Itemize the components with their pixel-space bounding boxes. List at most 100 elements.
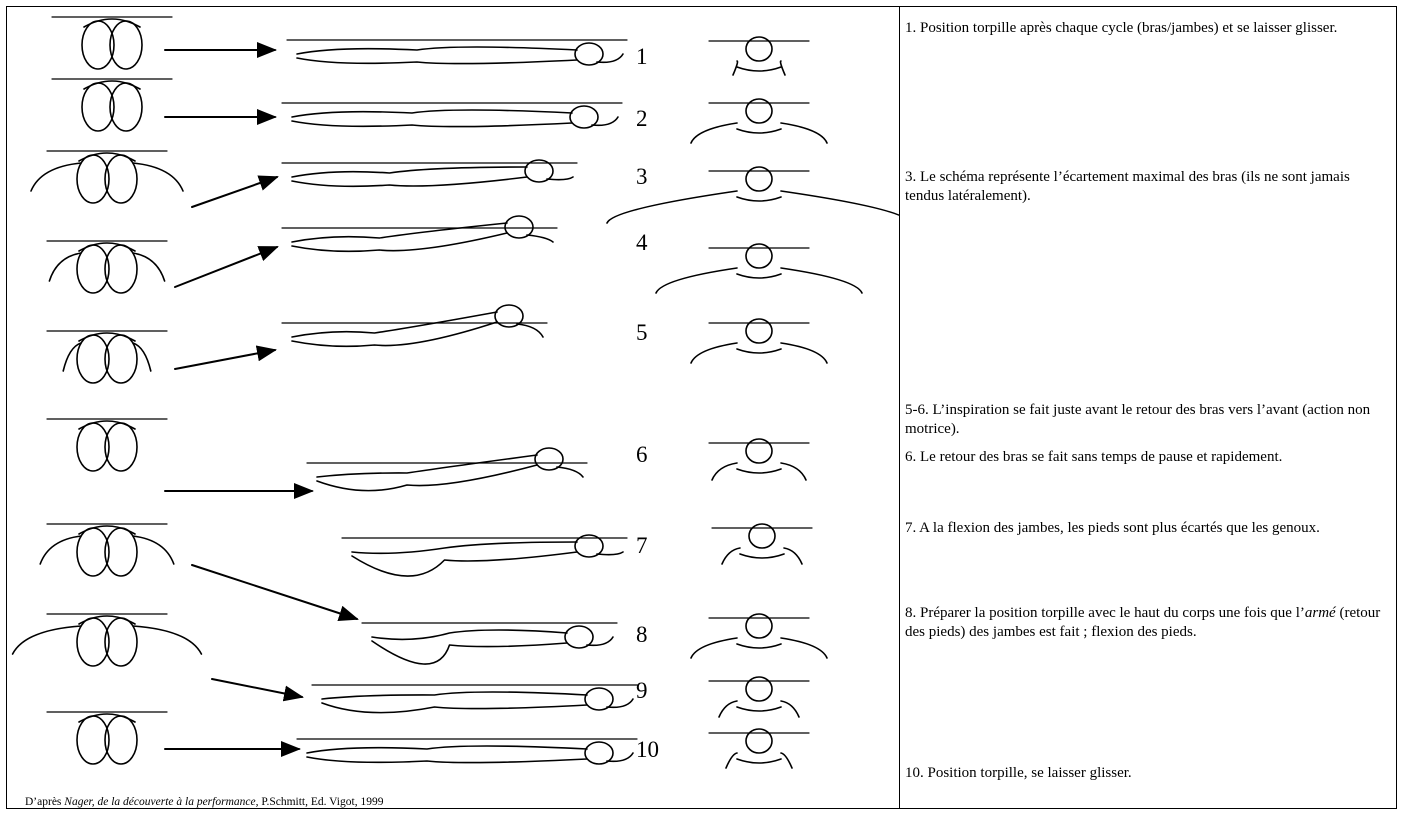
- shoulders-outline: [79, 243, 135, 251]
- front-outline: [317, 465, 537, 491]
- right-arm-outline: [133, 626, 201, 654]
- swimmer-drawings: [7, 7, 899, 808]
- right-arm-outline: [781, 463, 806, 480]
- breaststroke-sequence-figure: 1 2 3 4 5 6 7 8 9 10 D’après Nager, de l…: [7, 7, 899, 808]
- shoulders-outline: [740, 554, 784, 558]
- side-view-swimmer: [342, 535, 627, 576]
- arrow: [192, 177, 277, 207]
- shoulders-outline: [79, 526, 135, 534]
- arm-outline: [557, 467, 583, 477]
- left-arm-outline: [719, 701, 737, 717]
- note-10: 10. Position torpille, se laisser glisse…: [905, 764, 1385, 783]
- top-view-swimmer: [691, 319, 827, 363]
- front-view-figure: [47, 241, 167, 293]
- stage-number-2: 2: [636, 107, 648, 130]
- back-outline: [292, 312, 497, 337]
- top-view-swimmer: [691, 614, 827, 658]
- stage-number-10: 10: [636, 738, 659, 761]
- front-view-figure: [52, 79, 172, 131]
- front-view-figure: [47, 419, 167, 471]
- back-outline: [292, 110, 572, 117]
- left-arm-outline: [691, 343, 737, 363]
- back-outline: [352, 542, 577, 553]
- top-view-swimmer: [709, 729, 809, 768]
- shoulders-outline: [79, 421, 135, 429]
- right-arm-outline: [781, 268, 862, 293]
- side-view-swimmers: [282, 40, 637, 764]
- source-caption: D’après Nager, de la découverte à la per…: [25, 796, 383, 808]
- stage-number-4: 4: [636, 231, 648, 254]
- front-outline: [322, 703, 587, 713]
- arm-outline: [592, 117, 618, 125]
- shoulders-outline: [737, 707, 781, 711]
- side-view-swimmer: [282, 160, 577, 186]
- stage-number-5: 5: [636, 321, 648, 344]
- side-view-swimmer: [282, 305, 547, 346]
- right-arm-outline: [781, 343, 827, 363]
- shoulders-outline: [84, 19, 140, 27]
- side-view-swimmer: [307, 448, 587, 491]
- side-view-swimmer: [282, 216, 557, 251]
- note-8-emphasis: armé: [1305, 605, 1336, 621]
- shoulders-outline: [737, 349, 781, 353]
- stage-number-7: 7: [636, 534, 648, 557]
- caption-book-title: Nager, de la découverte à la performance…: [64, 796, 258, 808]
- front-outline: [292, 177, 527, 186]
- front-view-figure: [40, 524, 174, 576]
- stage-number-3: 3: [636, 165, 648, 188]
- top-view-swimmers: [607, 37, 899, 768]
- shoulders-outline: [79, 333, 135, 341]
- stage-number-6: 6: [636, 443, 648, 466]
- left-arm-outline: [656, 268, 737, 293]
- left-arm-outline: [40, 536, 81, 564]
- front-outline: [292, 121, 572, 127]
- front-outline: [297, 58, 577, 64]
- front-view-figure: [13, 614, 202, 666]
- body-right-outline: [105, 618, 137, 666]
- body-right-outline: [110, 83, 142, 131]
- back-outline: [292, 167, 527, 177]
- left-arm-outline: [13, 626, 81, 654]
- note-3: 3. Le schéma représente l’écartement max…: [905, 168, 1385, 206]
- shoulders-outline: [84, 81, 140, 89]
- back-outline: [322, 692, 587, 699]
- note-7: 7. A la flexion des jambes, les pieds so…: [905, 519, 1385, 538]
- left-arm-outline: [31, 163, 81, 191]
- left-arm-outline: [726, 753, 737, 768]
- left-arm-outline: [712, 463, 737, 480]
- back-outline: [372, 630, 567, 639]
- right-arm-outline: [781, 753, 792, 768]
- shoulders-outline: [79, 153, 135, 161]
- right-arm-outline: [781, 61, 786, 75]
- shoulders-outline: [79, 714, 135, 722]
- arrow: [175, 247, 277, 287]
- back-outline: [292, 223, 507, 242]
- arm-outline: [527, 235, 553, 242]
- notes-column: 1. Position torpille après chaque cycle …: [905, 7, 1393, 808]
- note-5-6: 5-6. L’inspiration se fait juste avant l…: [905, 401, 1385, 439]
- top-view-swimmer: [607, 167, 899, 223]
- front-view-figure: [52, 17, 172, 69]
- body-right-outline: [105, 155, 137, 203]
- shoulders-outline: [737, 644, 781, 648]
- arm-outline: [597, 54, 623, 62]
- side-view-swimmer: [297, 739, 637, 764]
- left-arm-outline: [691, 638, 737, 658]
- front-outline: [372, 641, 567, 664]
- arrow: [175, 350, 275, 369]
- front-view-figure: [47, 712, 167, 764]
- arm-outline: [517, 324, 543, 337]
- left-arm-outline: [733, 61, 738, 75]
- left-arm-outline: [607, 191, 737, 223]
- column-divider: [899, 6, 900, 809]
- side-view-swimmer: [362, 623, 617, 664]
- front-view-swimmers: [13, 17, 202, 764]
- right-arm-outline: [781, 191, 899, 223]
- left-arm-outline: [691, 123, 737, 143]
- body-right-outline: [105, 245, 137, 293]
- body-right-outline: [110, 21, 142, 69]
- right-arm-outline: [133, 536, 174, 564]
- arm-outline: [607, 753, 633, 761]
- arrow: [212, 679, 302, 697]
- shoulders-outline: [737, 197, 781, 201]
